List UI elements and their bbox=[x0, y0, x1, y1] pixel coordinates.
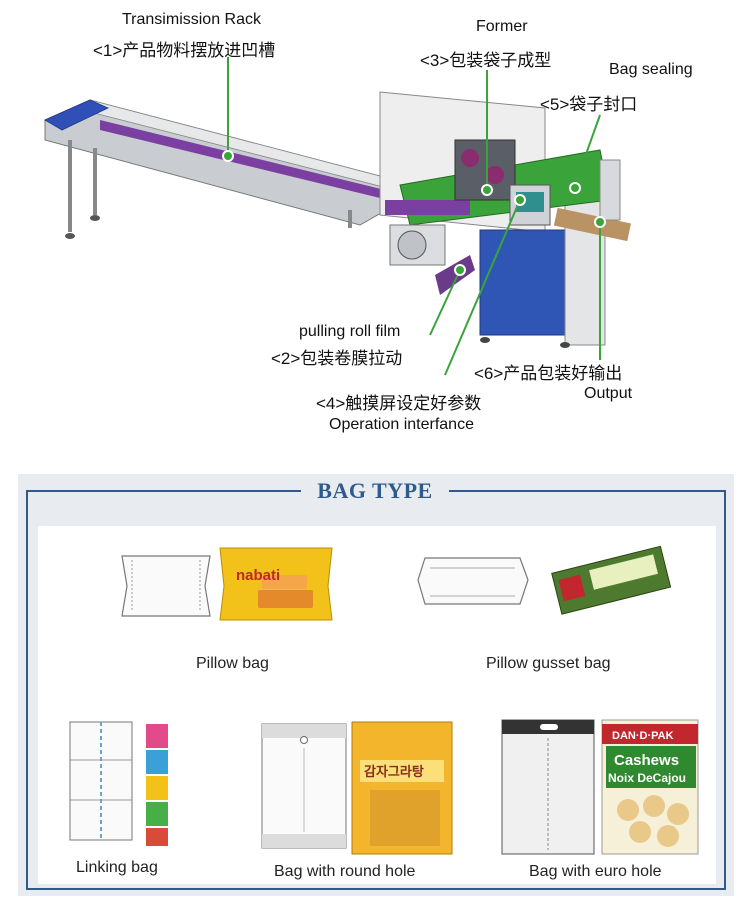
korean-snack-package: 감자그라탕 bbox=[351, 721, 453, 855]
bag-type-title: BAG TYPE bbox=[0, 478, 750, 504]
label-transmission-cn: <1>产品物料摆放进凹槽 bbox=[93, 41, 276, 60]
bag-name-pillow-gusset: Pillow gusset bag bbox=[486, 655, 611, 672]
bag-name-pillow: Pillow bag bbox=[196, 655, 269, 672]
label-pulling-cn: <2>包装卷膜拉动 bbox=[271, 349, 403, 368]
leader-dots bbox=[222, 150, 606, 276]
label-sealing-cn: <5>袋子封口 bbox=[540, 95, 638, 114]
machine-diagram bbox=[44, 57, 631, 376]
nabati-brand-text: nabati bbox=[236, 567, 280, 584]
label-operation-en: Operation interfance bbox=[329, 416, 474, 433]
cashew-package: DAN·D·PAK Cashews Noix DeCajou bbox=[601, 719, 699, 855]
round-hole-bag-outline bbox=[261, 723, 347, 849]
label-sealing-en: Bag sealing bbox=[609, 61, 693, 78]
cashew-sub-text: Noix DeCajou bbox=[608, 771, 686, 785]
cashew-brand-text: DAN·D·PAK bbox=[612, 730, 674, 742]
linking-bag-products bbox=[146, 724, 168, 846]
label-output-en: Output bbox=[584, 385, 633, 402]
label-output-cn: <6>产品包装好输出 bbox=[474, 364, 623, 383]
cashew-name-text: Cashews bbox=[614, 752, 679, 769]
label-pulling-en: pulling roll film bbox=[299, 323, 401, 340]
machine-body bbox=[379, 91, 631, 348]
euro-hole-bag-outline bbox=[501, 719, 595, 855]
leader-lines bbox=[227, 57, 601, 376]
pillow-gusset-bag-outline bbox=[417, 557, 529, 605]
bag-type-title-text: BAG TYPE bbox=[301, 478, 449, 503]
transmission-rack bbox=[44, 99, 396, 239]
label-transmission-en: Transimission Rack bbox=[122, 11, 261, 28]
korean-snack-text: 감자그라탕 bbox=[364, 764, 424, 779]
bag-name-euro-hole: Bag with euro hole bbox=[529, 863, 662, 880]
linking-bag-outline bbox=[69, 721, 133, 841]
nabati-package: nabati bbox=[219, 547, 333, 621]
label-former-cn: <3>包装袋子成型 bbox=[420, 51, 552, 70]
gusset-package bbox=[551, 545, 672, 615]
pillow-bag-outline bbox=[121, 555, 211, 617]
bag-name-round-hole: Bag with round hole bbox=[274, 863, 416, 880]
label-former-en: Former bbox=[476, 18, 528, 35]
bag-name-linking: Linking bag bbox=[76, 859, 158, 876]
label-touch-cn: <4>触摸屏设定好参数 bbox=[316, 394, 482, 413]
